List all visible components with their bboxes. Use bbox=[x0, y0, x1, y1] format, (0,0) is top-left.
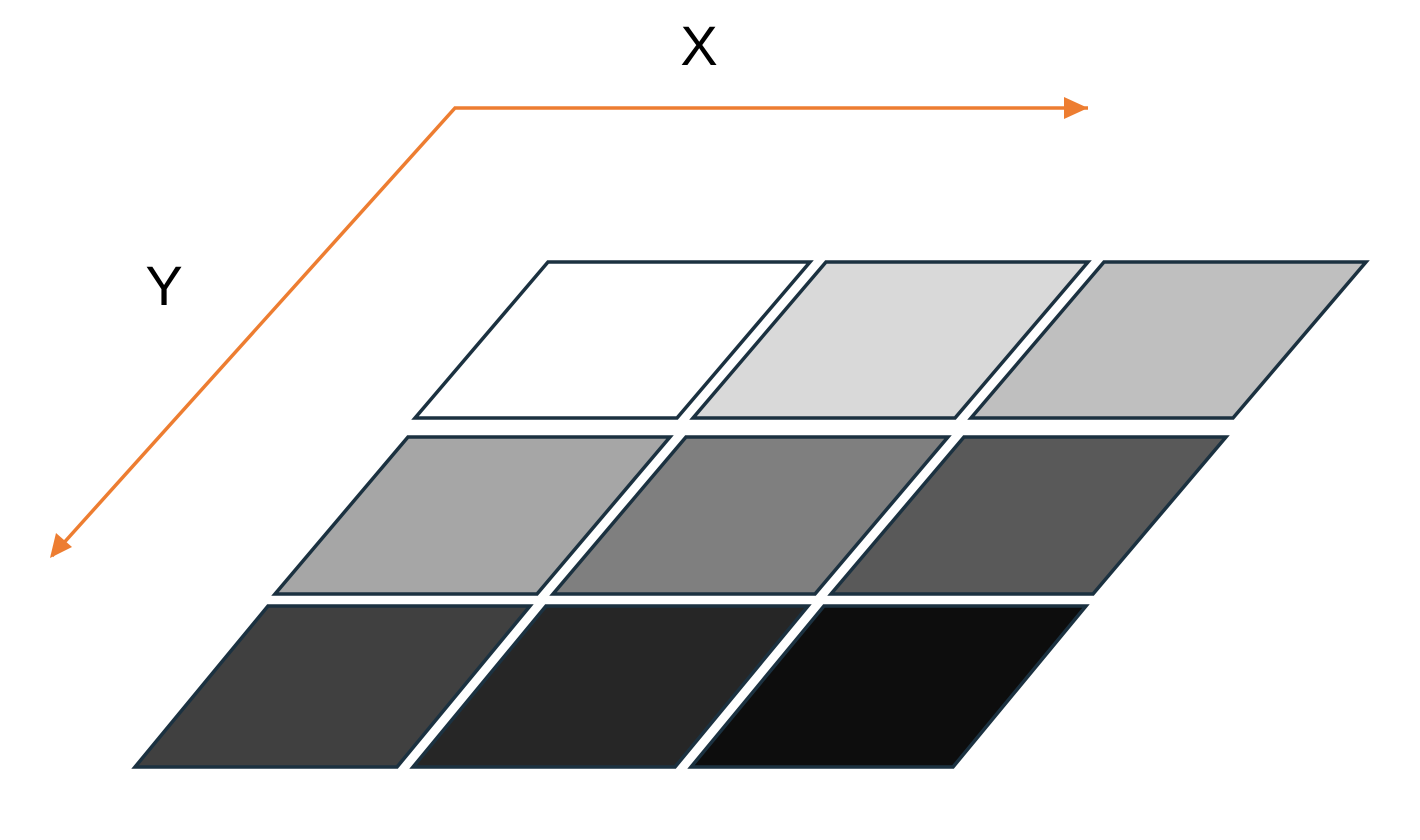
axis-lines bbox=[50, 106, 1088, 558]
grid-cell-r1-c3 bbox=[967, 260, 1370, 420]
y-axis-label: Y bbox=[145, 254, 182, 317]
grid-cell-r2-c3 bbox=[827, 435, 1230, 596]
grid-cell-r2-c2 bbox=[549, 435, 952, 596]
grid-cell-r1-c2 bbox=[689, 260, 1092, 420]
x-axis-arrowhead bbox=[1064, 97, 1088, 119]
grid-cell-r3-c1 bbox=[131, 604, 534, 769]
y-axis-arrowhead bbox=[50, 533, 72, 558]
grid-cells bbox=[131, 260, 1370, 769]
grid-cell-r3-c2 bbox=[409, 604, 812, 769]
grid-cell-r2-c1 bbox=[271, 435, 674, 596]
grid-cell-r3-c3 bbox=[687, 604, 1090, 769]
x-axis-label: X bbox=[680, 14, 717, 77]
grid-cell-r1-c1 bbox=[411, 260, 814, 420]
axes bbox=[50, 97, 1088, 558]
